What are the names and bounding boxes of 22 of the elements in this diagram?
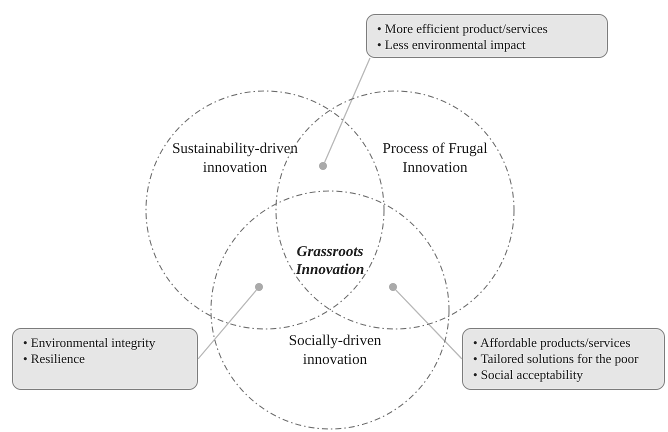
center-label: Grassroots Innovation	[294, 243, 366, 279]
anchor-dot	[389, 283, 397, 291]
callout-box	[366, 14, 608, 58]
venn-circle	[210, 190, 450, 430]
bullet-item: • Tailored solutions for the poor	[473, 351, 640, 367]
circle-label: Process of Frugal Innovation	[382, 140, 488, 178]
bullet-item: • Less environmental impact	[377, 37, 527, 53]
bullet-item: • More efficient product/services	[377, 21, 549, 37]
leader-line	[324, 58, 371, 163]
bullet-item: • Social acceptability	[473, 367, 584, 383]
callout-box	[462, 328, 665, 390]
circle-label: Sustainability-driven innovation	[171, 140, 299, 178]
leader-line	[198, 290, 257, 360]
venn-circle	[145, 90, 385, 330]
callout-box	[12, 328, 198, 390]
anchor-dot	[319, 162, 327, 170]
bullet-item: • Resilience	[23, 351, 86, 367]
anchor-dot	[255, 283, 263, 291]
bullet-item: • Affordable products/services	[473, 335, 632, 351]
leader-line	[395, 289, 462, 360]
circle-label: Socially-driven innovation	[288, 332, 382, 370]
bullet-item: • Environmental integrity	[23, 335, 156, 351]
